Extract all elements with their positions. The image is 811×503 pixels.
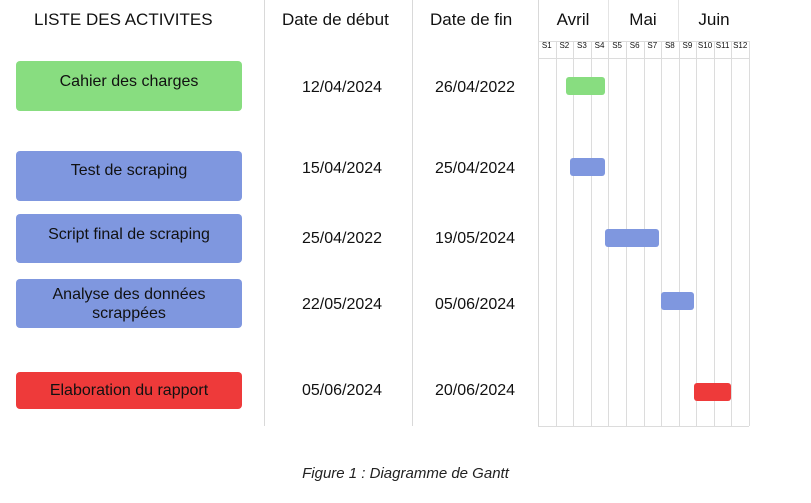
column-divider-1 <box>264 0 265 426</box>
week-grid-line <box>749 41 750 426</box>
week-grid-line <box>573 41 575 426</box>
task-label: Cahier des charges <box>59 72 199 90</box>
week-label: S8 <box>664 41 675 50</box>
end-date: 05/06/2024 <box>434 296 516 313</box>
gantt-bar <box>566 77 605 95</box>
week-grid-line <box>590 41 592 426</box>
column-divider-3 <box>538 0 539 426</box>
gantt-bar <box>569 158 605 176</box>
week-grid-line <box>713 41 715 426</box>
task-label: Test de scraping <box>70 161 188 179</box>
activities-header: LISTE DES ACTIVITES <box>34 10 213 29</box>
task-label: Analyse des données scrappées <box>52 285 206 322</box>
start-date: 15/04/2024 <box>301 160 383 177</box>
week-label: S7 <box>647 41 658 50</box>
gantt-bar <box>661 292 695 310</box>
week-grid-line <box>661 41 663 426</box>
task-test-de-scraping: Test de scraping <box>16 151 242 201</box>
column-divider-2 <box>412 0 413 426</box>
start-date: 05/06/2024 <box>301 382 383 399</box>
grid-line-bottom <box>538 426 749 427</box>
end-date-header: Date de fin <box>430 10 513 29</box>
month-june: Juin <box>698 10 730 29</box>
gantt-bar <box>694 383 732 401</box>
week-label: S6 <box>629 41 640 50</box>
task-analyse-des-donnees: Analyse des données scrappées <box>16 279 242 328</box>
month-divider-1 <box>608 0 609 41</box>
week-grid-line <box>696 41 698 426</box>
week-grid-line <box>555 41 557 426</box>
week-label: S12 <box>733 41 748 50</box>
task-label: Script final de scraping <box>48 226 210 243</box>
task-cahier-des-charges: Cahier des charges <box>16 61 242 111</box>
week-label: S10 <box>697 41 713 50</box>
end-date: 26/04/2022 <box>434 79 516 96</box>
week-label: S2 <box>559 41 570 50</box>
task-label: Elaboration du rapport <box>49 382 209 399</box>
figure-caption: Figure 1 : Diagramme de Gantt <box>302 465 509 482</box>
end-date: 19/05/2024 <box>434 230 516 247</box>
week-label: S11 <box>715 41 730 50</box>
week-label: S1 <box>541 41 552 50</box>
start-date: 22/05/2024 <box>301 296 383 313</box>
start-date: 25/04/2022 <box>301 230 383 247</box>
gantt-bar <box>604 229 660 247</box>
task-script-final: Script final de scraping <box>16 214 242 263</box>
week-grid-line <box>678 41 680 426</box>
week-label: S4 <box>594 41 605 50</box>
month-divider-2 <box>678 0 679 41</box>
month-may: Mai <box>629 10 657 29</box>
task-elaboration-du-rapport: Elaboration du rapport <box>16 372 242 409</box>
start-date: 12/04/2024 <box>301 79 383 96</box>
week-label: S9 <box>682 41 693 50</box>
end-date: 25/04/2024 <box>434 160 516 177</box>
end-date: 20/06/2024 <box>434 382 516 399</box>
week-grid-line <box>731 41 733 426</box>
month-april: Avril <box>556 10 590 29</box>
week-label: S5 <box>612 41 623 50</box>
start-date-header: Date de début <box>282 10 389 29</box>
week-label: S3 <box>577 41 587 50</box>
